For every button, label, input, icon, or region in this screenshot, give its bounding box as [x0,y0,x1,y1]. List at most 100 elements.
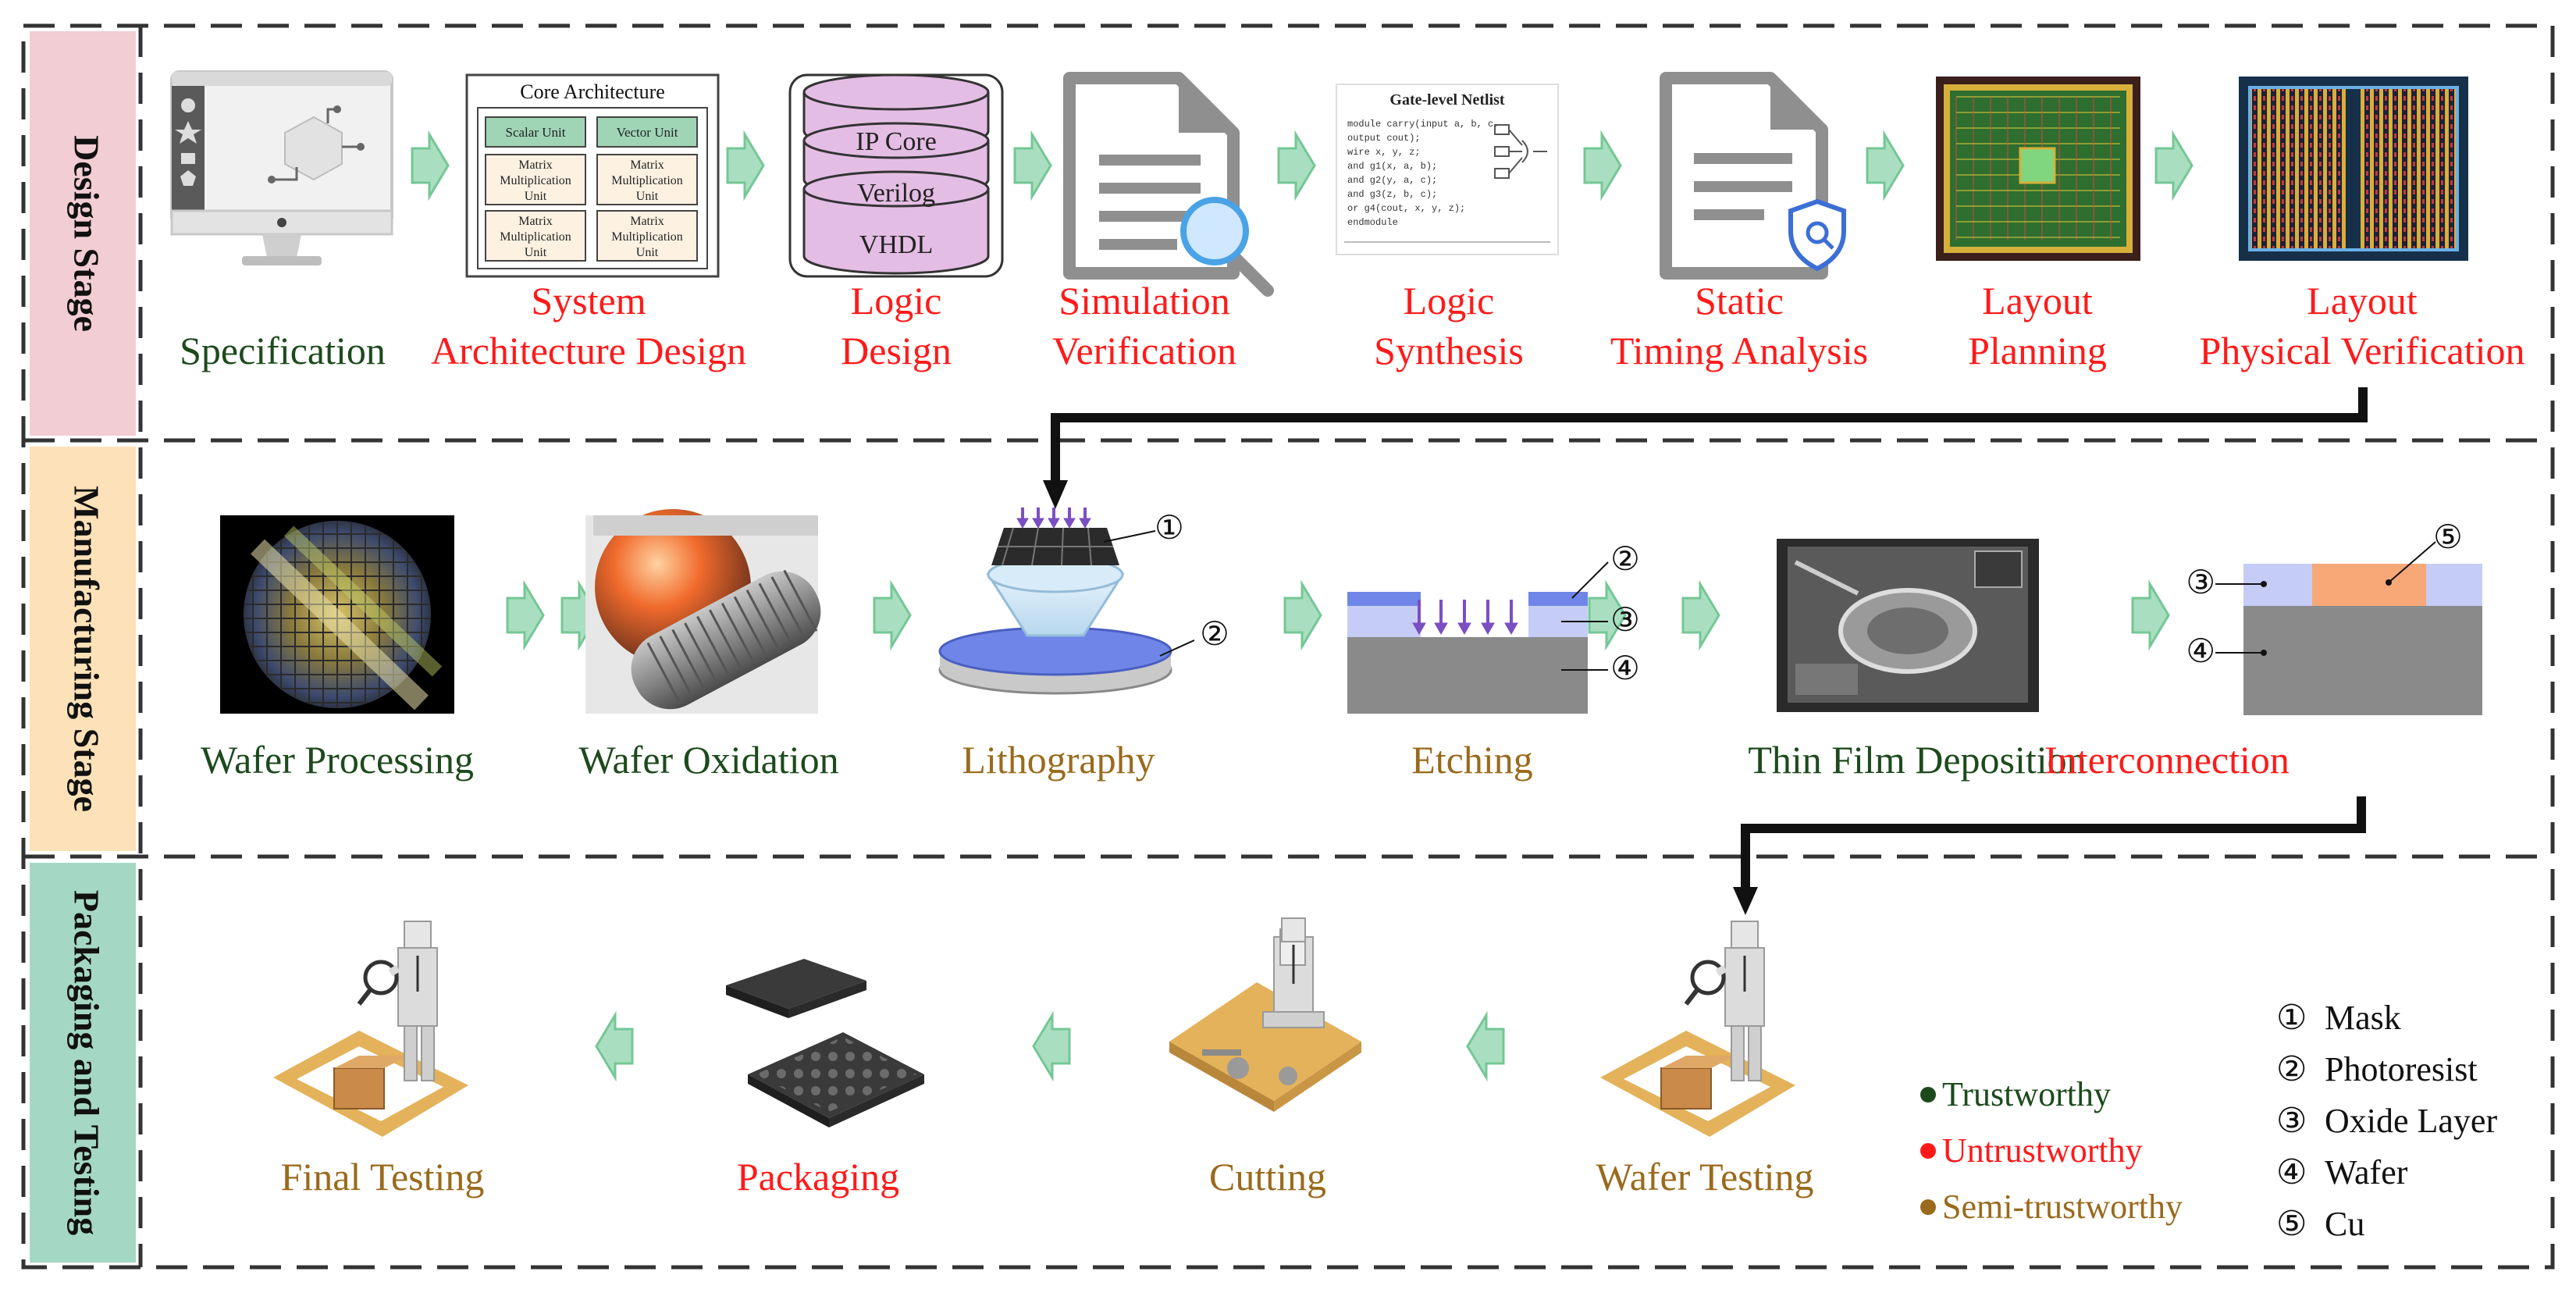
design-steps-label: Simulation [1059,279,1229,322]
matrix-unit-cell [485,154,586,205]
matrix-unit-label: Unit [525,190,547,203]
core-architecture-icon: Core Architecture Scalar Unit Vector Uni… [465,73,720,278]
manufacturing-steps-label: Thin Film Deposition [1748,738,2086,782]
stage-label-manufacturing: Manufacturing Stage [66,486,106,812]
callout-interconnect-oxide-number: ③ [2186,565,2215,601]
vector-unit-label: Vector Unit [617,125,678,140]
db-label-ip-core: IP Core [856,127,937,156]
flow-arrow-right-icon [1583,130,1622,201]
cutting-worker-icon [1169,917,1361,1112]
key-item-label: Photoresist [2325,1050,2478,1088]
interconnect-layers-icon: ③ ⑤ ④ [2186,520,2482,715]
matrix-unit-label: Multiplication [500,230,571,244]
flow-arrow-right-icon [2154,130,2194,201]
physical-layout-icon [2239,77,2468,261]
callout-photoresist-number: ② [1200,617,1229,653]
callout-etch-wafer-number: ④ [1610,651,1640,687]
legend-dot-icon [1920,1087,1936,1102]
key-item-label: Oxide Layer [2325,1102,2497,1140]
design-steps-label: System [531,279,646,322]
flow-arrow-right-icon [873,579,912,651]
netlist-code-line: or g4(cout, x, y, z); [1347,203,1465,214]
key-item-number: ⑤ [2276,1205,2307,1243]
matrix-unit-label: Matrix [518,159,553,172]
design-steps-label: Layout [2307,279,2418,322]
matrix-unit-label: Multiplication [611,174,683,187]
netlist-document-icon: Gate-level Netlist module carry(input a,… [1336,84,1559,255]
computer-monitor-icon [170,70,393,265]
legend-item-label: Untrustworthy [1942,1131,2143,1170]
packaging-steps-label: Packaging [737,1155,899,1199]
flow-arrow-left-icon [595,1010,634,1082]
key-item-number: ③ [2276,1102,2307,1140]
design-steps-label: Logic [851,279,942,322]
packaging-steps-label: Cutting [1209,1155,1326,1199]
connector-design-to-manufacturing [1043,387,2368,509]
manufacturing-steps-label: Etching [1411,738,1533,782]
matrix-unit-label: Unit [636,246,659,259]
flow-arrow-right-icon [506,579,545,651]
netlist-code-line: and g1(x, a, b); [1347,161,1437,172]
scalar-unit-label: Scalar Unit [506,125,566,140]
netlist-code-line: output cout); [1347,133,1421,144]
flow-arrows [411,130,2194,1082]
bga-package-icon [726,959,924,1127]
flow-arrow-right-icon [2131,579,2170,651]
callout-etch-oxide-number: ③ [1610,603,1640,639]
manufacturing-steps-label: Wafer Oxidation [578,738,838,782]
netlist-code-line: wire x, y, z; [1347,147,1421,158]
callout-etch-photoresist-number: ② [1610,542,1640,578]
db-label-verilog: Verilog [857,179,935,208]
design-steps-label: Physical Verification [2199,329,2524,372]
flow-arrow-right-icon [1866,130,1905,201]
oxidation-furnace-icon [585,509,821,714]
key-item-number: ④ [2276,1153,2307,1191]
netlist-title: Gate-level Netlist [1389,91,1504,109]
packaging-steps-label: Wafer Testing [1596,1155,1814,1199]
callout-mask-number: ① [1155,511,1184,547]
stage-band-design: Design Stage [30,31,136,436]
flow-arrow-right-icon [1283,579,1322,651]
key-item-label: Wafer [2325,1153,2408,1191]
flow-arrow-right-icon [1681,579,1720,651]
document-magnifier-icon [1063,72,1274,297]
manufacturing-steps-label: Wafer Processing [201,738,474,782]
callout-interconnect-wafer-number: ④ [2186,634,2215,670]
design-steps-label: Layout [1982,279,2093,322]
flow-arrow-right-icon [1277,130,1316,201]
matrix-unit-cell [596,154,698,205]
flow-arrow-right-icon [726,130,765,201]
outer-frame [21,23,2555,1270]
matrix-unit-label: Unit [525,246,547,259]
stage-label-design: Design Stage [66,135,106,332]
db-label-vhdl: VHDL [859,230,933,259]
layer-key: ① Mask ② Photoresist ③ Oxide Layer ④ Wafer ⑤ Cu [2276,999,2497,1243]
etching-layers-icon: ② ③ ④ [1347,542,1640,714]
design-steps-label: Design [841,329,952,372]
design-steps-label: Planning [1968,329,2107,372]
key-item-number: ② [2276,1050,2307,1088]
legend-dot-icon [1920,1199,1936,1215]
netlist-code-line: endmodule [1347,217,1398,228]
legend-dot-icon [1920,1143,1936,1159]
matrix-unit-label: Matrix [630,215,664,228]
stage-band-manufacturing: Manufacturing Stage [30,447,136,851]
key-item-label: Mask [2325,999,2401,1037]
deposition-machine-icon [1777,539,2039,712]
packaging-steps-label: Final Testing [281,1155,485,1199]
callout-interconnect-cu-number: ⑤ [2433,520,2463,556]
key-item-number: ① [2276,999,2307,1037]
stage-frames [21,23,2555,1270]
lithography-icon: ① ② [938,508,1229,695]
document-shield-icon [1660,72,1846,280]
stage-band-packaging: Packaging and Testing [30,863,136,1263]
design-steps-label: Specification [180,329,386,372]
wafer-photo-icon [220,515,454,714]
flow-arrow-right-icon [411,130,450,201]
matrix-unit-label: Unit [636,190,659,203]
key-item-label: Cu [2325,1205,2364,1243]
chip-layout-icon [1936,77,2140,261]
flow-arrow-left-icon [1032,1010,1071,1082]
